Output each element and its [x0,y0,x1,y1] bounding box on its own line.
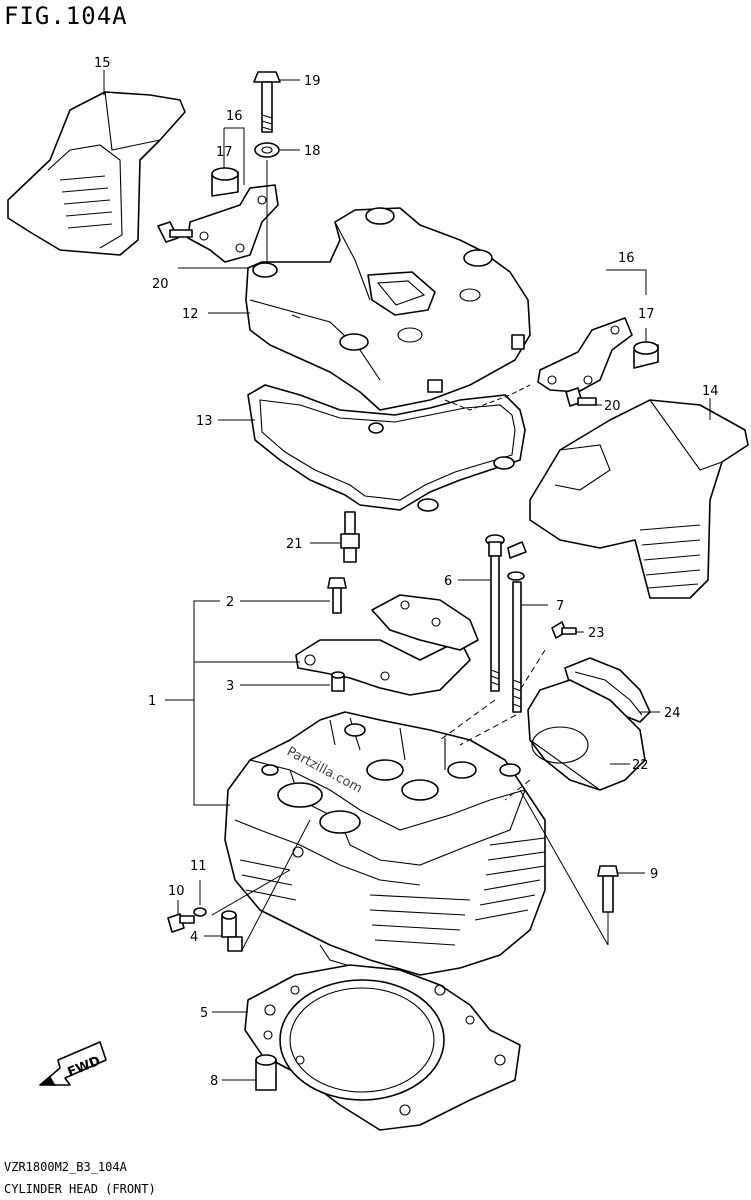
fwd-arrow-icon: FWD [39,1041,107,1086]
part-19-bolt [253,71,281,133]
callout-4: 4 [190,930,198,945]
callout-14: 14 [702,384,719,399]
rocker-plate [295,594,479,696]
model-code: VZR1800M2_B3_104A [4,1160,127,1174]
callout-24: 24 [664,706,681,721]
callout-23: 23 [588,626,605,641]
cylinder-head [224,711,546,976]
callout-20-left: 20 [152,277,169,292]
part-17-grommet-left [211,167,239,197]
callout-13: 13 [196,414,213,429]
part-5-head-gasket [244,964,521,1131]
callout-5: 5 [200,1006,208,1021]
callout-21: 21 [286,537,303,552]
callout-labels: 1 2 3 4 5 6 7 8 9 10 11 12 13 14 15 16 1… [94,56,719,1089]
callout-1: 1 [148,694,156,709]
callout-6: 6 [444,574,452,589]
part-16-bracket-left [187,184,279,263]
callout-7: 7 [556,599,564,614]
callout-15: 15 [94,56,111,71]
part-14-side-cover [529,399,749,599]
callout-8: 8 [210,1074,218,1089]
part-16-bracket-right [537,317,633,393]
part-13-cover-gasket [247,384,526,512]
callout-11: 11 [190,859,207,874]
callout-19: 19 [304,74,321,89]
leader-lines [103,70,711,1081]
callout-9: 9 [650,867,658,882]
part-11-washer [193,907,207,917]
part-23-screw [551,621,577,639]
callout-22: 22 [632,758,649,773]
part-20-bolt-right [565,387,597,407]
part-8-dowel [255,1054,277,1091]
part-12-head-cover [245,207,531,411]
part-3-dowel [331,671,345,692]
part-7-long-bolt [507,541,527,713]
callout-3: 3 [226,679,234,694]
callout-12: 12 [182,307,199,322]
part-21-spark-plug [340,511,360,563]
part-2-bolt [327,577,347,614]
callout-16-left: 16 [226,109,243,124]
callout-20-right: 20 [604,399,621,414]
part-6-long-bolt [485,534,505,692]
figure-title: FIG.104A [4,2,128,30]
figure-caption: CYLINDER HEAD (FRONT) [4,1182,156,1196]
callout-18: 18 [304,144,321,159]
part-18-washer [254,142,280,158]
callout-16-right: 16 [618,251,635,266]
callout-17-right: 17 [638,307,655,322]
callout-17-left: 17 [216,145,233,160]
callout-10: 10 [168,884,185,899]
part-4-oil-jet [221,910,243,952]
part-10-bolt [167,913,195,933]
part-20-bolt-left [157,221,193,243]
part-9-bolt [597,865,619,913]
part-15-side-cover [7,91,186,256]
part-22-intake-pipe [527,679,646,791]
part-17-grommet-right [633,341,659,369]
callout-2: 2 [226,595,234,610]
